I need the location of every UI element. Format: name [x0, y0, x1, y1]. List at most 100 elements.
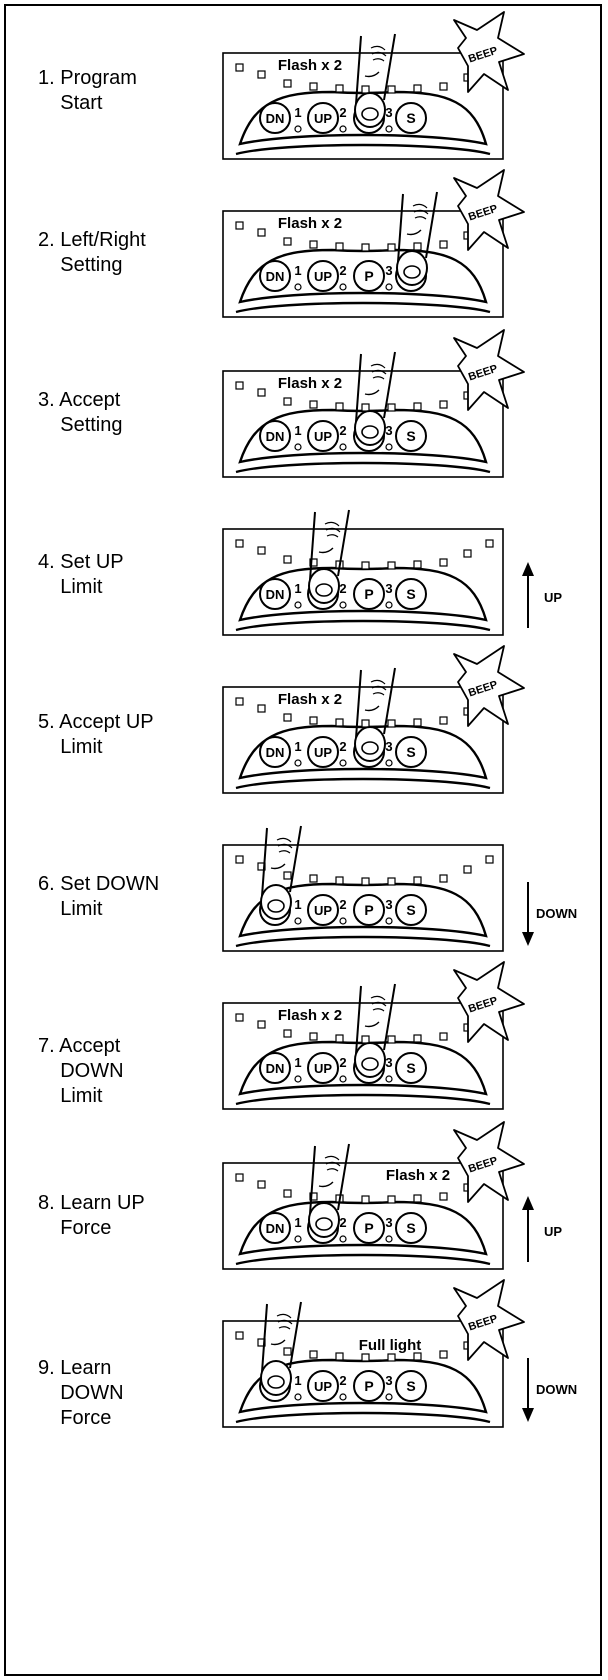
button-s[interactable]: S	[395, 1052, 427, 1084]
button-s[interactable]: S	[395, 420, 427, 452]
remote-panel: Flash x 2DNUPPS123BEEP	[222, 11, 525, 172]
beep-star-icon: BEEP	[453, 645, 525, 727]
step-label: 7. Accept DOWN Limit	[38, 1035, 124, 1107]
led-icon	[339, 125, 347, 133]
button-p[interactable]: P	[353, 1370, 385, 1402]
flash-status-text: Flash x 2	[278, 691, 342, 708]
button-up[interactable]: UP	[307, 420, 339, 452]
button-up[interactable]: UP	[307, 102, 339, 134]
button-number: 3	[385, 897, 392, 912]
indicator-light-icon	[283, 713, 292, 722]
flash-status-text: Flash x 2	[278, 215, 342, 232]
indicator-light-icon	[387, 243, 396, 252]
indicator-light-icon	[283, 397, 292, 406]
button-number: 2	[339, 897, 346, 912]
indicator-light-icon	[439, 1350, 448, 1359]
indicator-light-icon	[257, 228, 266, 237]
button-number: 2	[339, 423, 346, 438]
button-s[interactable]: S	[395, 102, 427, 134]
indicator-light-icon	[439, 874, 448, 883]
indicator-light-icon	[361, 1035, 370, 1044]
button-p[interactable]: P	[353, 1212, 385, 1244]
button-dn[interactable]: DN	[259, 420, 291, 452]
indicator-light-icon	[413, 1194, 422, 1203]
remote-panel: Flash x 2DNUPPS123BEEP	[222, 1121, 525, 1282]
button-number: 1	[294, 105, 301, 120]
button-label: P	[364, 1220, 373, 1236]
beep-star-icon: BEEP	[453, 11, 525, 93]
indicator-light-icon	[387, 719, 396, 728]
button-dn[interactable]: DN	[259, 1212, 291, 1244]
button-up[interactable]: UP	[307, 1052, 339, 1084]
button-p[interactable]: P	[353, 894, 385, 926]
indicator-light-icon	[335, 242, 344, 251]
button-dn[interactable]: DN	[259, 1052, 291, 1084]
diagram-frame	[4, 4, 602, 1676]
button-up[interactable]: UP	[307, 260, 339, 292]
button-label: DN	[266, 1221, 285, 1236]
indicator-light-icon	[361, 1195, 370, 1204]
button-number: 1	[294, 423, 301, 438]
indicator-light-icon	[387, 1353, 396, 1362]
indicator-light-icon	[413, 876, 422, 885]
beep-star-icon: BEEP	[453, 961, 525, 1043]
button-number: 1	[294, 1215, 301, 1230]
pressing-finger	[260, 825, 302, 920]
indicator-light-icon	[309, 1350, 318, 1359]
button-p[interactable]: P	[353, 260, 385, 292]
led-icon	[385, 125, 393, 133]
led-icon	[294, 1393, 302, 1401]
button-number: 3	[385, 581, 392, 596]
indicator-light-icon	[235, 221, 244, 230]
indicator-light-icon	[309, 874, 318, 883]
pressing-finger	[396, 191, 438, 286]
indicator-light-icon	[335, 876, 344, 885]
arrow-label: DOWN	[536, 1382, 577, 1397]
indicator-light-icon	[463, 549, 472, 558]
indicator-light-icon	[413, 402, 422, 411]
step-label: 6. Set DOWN Limit	[38, 873, 160, 920]
arrow-label: UP	[544, 590, 562, 605]
pressing-finger	[354, 351, 396, 446]
button-label: UP	[314, 903, 332, 918]
button-number: 3	[385, 105, 392, 120]
led-icon	[339, 1393, 347, 1401]
button-s[interactable]: S	[395, 1212, 427, 1244]
indicator-light-icon	[387, 85, 396, 94]
button-up[interactable]: UP	[307, 736, 339, 768]
arrow-label: UP	[544, 1224, 562, 1239]
button-dn[interactable]: DN	[259, 736, 291, 768]
button-s[interactable]: S	[395, 578, 427, 610]
indicator-light-icon	[387, 403, 396, 412]
button-dn[interactable]: DN	[259, 260, 291, 292]
button-dn[interactable]: DN	[259, 578, 291, 610]
pressing-finger	[354, 667, 396, 762]
button-p[interactable]: P	[353, 578, 385, 610]
led-icon	[385, 917, 393, 925]
button-dn[interactable]: DN	[259, 102, 291, 134]
button-s[interactable]: S	[395, 1370, 427, 1402]
button-label: P	[364, 268, 373, 284]
remote-panel: DNUPPS123	[222, 825, 504, 964]
indicator-light-icon	[439, 240, 448, 249]
button-label: UP	[314, 429, 332, 444]
button-label: S	[406, 110, 415, 126]
indicator-light-icon	[413, 1034, 422, 1043]
button-s[interactable]: S	[395, 894, 427, 926]
indicator-light-icon	[335, 1034, 344, 1043]
step-label: 9. Learn DOWN Force	[38, 1357, 124, 1429]
indicator-light-icon	[235, 1173, 244, 1182]
button-number: 2	[339, 739, 346, 754]
pressing-finger	[260, 1301, 302, 1396]
led-icon	[294, 125, 302, 133]
indicator-light-icon	[235, 539, 244, 548]
button-up[interactable]: UP	[307, 1370, 339, 1402]
button-number: 1	[294, 739, 301, 754]
indicator-light-icon	[387, 1035, 396, 1044]
button-s[interactable]: S	[395, 736, 427, 768]
indicator-light-icon	[361, 243, 370, 252]
button-up[interactable]: UP	[307, 894, 339, 926]
step-label: 1. Program Start	[38, 67, 137, 114]
led-icon	[339, 759, 347, 767]
button-label: P	[364, 1378, 373, 1394]
